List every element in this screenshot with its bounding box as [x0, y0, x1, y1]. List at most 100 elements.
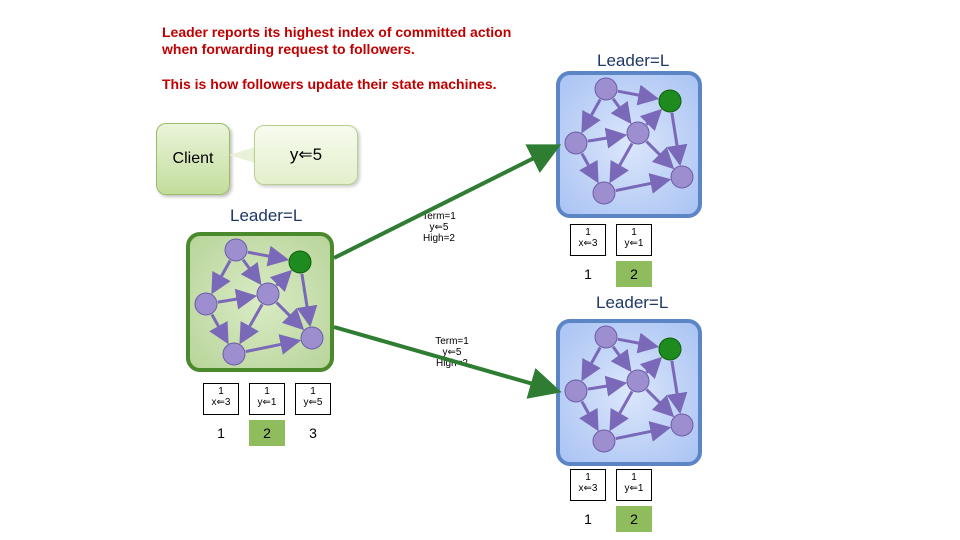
caption-line-3: This is how followers update their state…: [162, 76, 497, 92]
graph-edge: [639, 108, 663, 132]
graph-edge: [639, 356, 663, 380]
log-command: y⇐5: [303, 397, 323, 408]
message-2-term: Term=1: [435, 336, 469, 347]
log-term: 1: [631, 472, 637, 483]
graph-edge: [645, 140, 675, 170]
graph-edge: [615, 421, 672, 442]
graph-edge: [615, 173, 672, 194]
message-2-command: y⇐5: [442, 347, 462, 358]
graph-node: [670, 165, 694, 189]
graph-node: [670, 413, 694, 437]
message-to-follower-1: Term=1 y⇐5 High=2: [412, 211, 466, 244]
graph-edge: [217, 288, 258, 310]
message-1-command: y⇐5: [429, 222, 449, 233]
message-1-term: Term=1: [422, 211, 456, 222]
graph-edge: [645, 388, 675, 418]
log-command: y⇐1: [624, 238, 644, 249]
caption-line-2: when forwarding request to followers.: [162, 41, 415, 57]
graph-edge: [666, 112, 688, 167]
log-command: x⇐3: [578, 238, 598, 249]
graph-edge: [579, 400, 599, 432]
leader-node: [658, 337, 682, 361]
graph-edge: [240, 258, 262, 286]
graph-edge: [587, 375, 628, 397]
graph-edge: [666, 360, 688, 415]
caption-line-1: Leader reports its highest index of comm…: [162, 24, 512, 40]
graph-edge: [581, 98, 602, 134]
client-label: Client: [172, 150, 214, 167]
graph-node: [564, 379, 588, 403]
graph-node: [594, 77, 618, 101]
graph-node: [592, 181, 616, 205]
message-to-follower-2: Term=1 y⇐5 High=2: [425, 336, 479, 369]
leader-cluster: [186, 232, 334, 372]
follower-1-cluster: [556, 71, 702, 218]
graph-edge: [269, 269, 293, 293]
message-2-high: High=2: [436, 358, 468, 369]
log-index-committed: 2: [249, 420, 285, 446]
log-command: y⇐1: [624, 483, 644, 494]
graph-edge: [296, 273, 318, 328]
graph-edge: [247, 245, 290, 267]
request-bubble: y⇐5: [254, 125, 358, 185]
leader-label: Leader=L: [230, 206, 303, 225]
graph-edge: [617, 332, 660, 354]
graph-node: [594, 325, 618, 349]
graph-node: [256, 282, 280, 306]
follower-1-graph: [564, 77, 694, 205]
graph-edge: [239, 303, 264, 345]
graph-edge: [587, 127, 628, 149]
log-term: 1: [585, 227, 591, 238]
arrow-to-follower-1: [333, 144, 562, 260]
graph-edge: [609, 390, 634, 432]
log-index-committed: 2: [616, 261, 652, 287]
follower-2-leader-label: Leader=L: [596, 293, 669, 312]
graph-node: [626, 121, 650, 145]
graph-node: [222, 342, 246, 366]
graph-node: [592, 429, 616, 453]
graph-edge: [617, 84, 660, 106]
request-bubble-tail: [229, 147, 255, 163]
leader-node: [658, 89, 682, 113]
arrow-to-follower-2: [333, 325, 562, 399]
follower-1-leader-label: Leader=L: [597, 51, 670, 70]
graph-node: [564, 131, 588, 155]
log-index: 1: [217, 425, 225, 441]
message-1-high: High=2: [423, 233, 455, 244]
log-term: 1: [264, 386, 270, 397]
client-box: Client: [156, 123, 230, 195]
graph-node: [194, 292, 218, 316]
log-index: 1: [584, 266, 592, 282]
log-term: 1: [218, 386, 224, 397]
log-term: 1: [631, 227, 637, 238]
graph-edge: [609, 142, 634, 184]
follower-2-cluster: [556, 319, 702, 466]
graph-node: [626, 369, 650, 393]
graph-node: [224, 238, 248, 262]
log-index: 3: [309, 425, 317, 441]
leader-graph: [194, 238, 324, 366]
log-index: 1: [584, 511, 592, 527]
graph-edge: [581, 346, 602, 382]
leader-node: [288, 250, 312, 274]
log-index-committed: 2: [616, 506, 652, 532]
log-term: 1: [310, 386, 316, 397]
follower-2-graph: [564, 325, 694, 453]
